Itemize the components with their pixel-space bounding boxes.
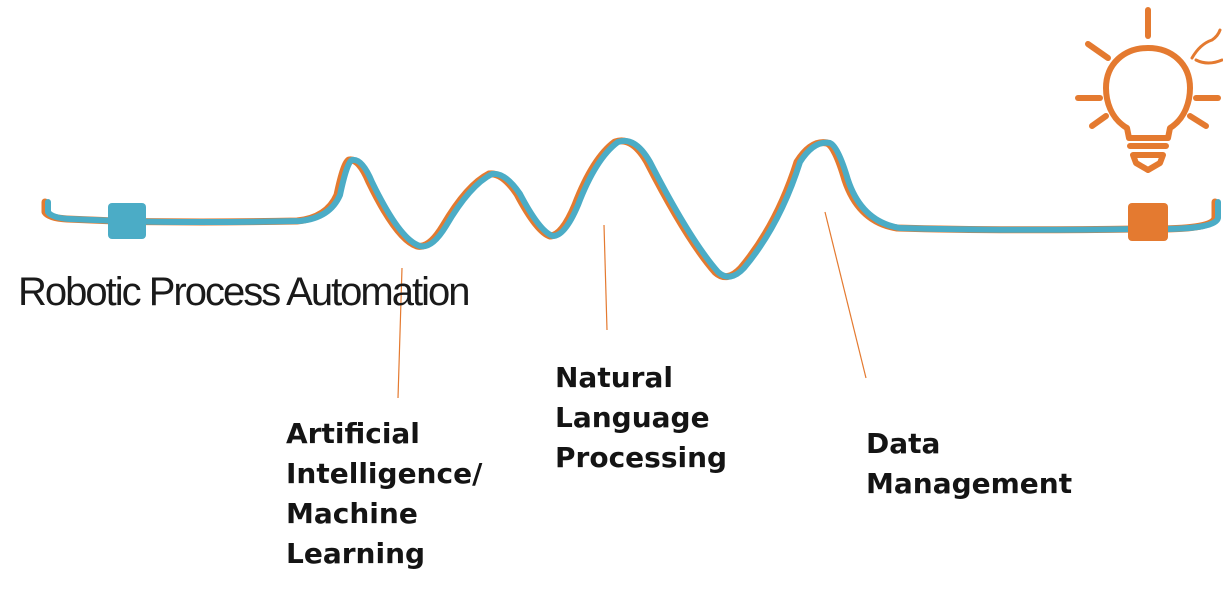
stage-label-data-management: Data Management: [866, 424, 1072, 504]
stage-label-ai-ml: Artificial Intelligence/ Machine Learnin…: [286, 414, 482, 574]
connector-ai: [397, 267, 403, 399]
end-node: [1128, 203, 1168, 241]
stage-label-line: Processing: [555, 441, 728, 474]
lightbulb-icon: [1075, 7, 1223, 173]
stage-label-line: Artificial: [286, 417, 420, 450]
connector-nlp: [603, 224, 608, 331]
stage-label-line: Data: [866, 427, 941, 460]
wave-orange: [41, 137, 1219, 281]
wave-blue: [45, 138, 1221, 280]
diagram-title: Robotic Process Automation: [18, 270, 470, 314]
stage-label-line: Natural: [555, 361, 673, 394]
start-node: [108, 203, 146, 239]
stage-label-line: Intelligence/: [286, 457, 483, 490]
connector-dm: [824, 211, 867, 379]
stage-label-nlp: Natural Language Processing: [555, 358, 727, 478]
stage-label-line: Management: [866, 467, 1073, 500]
stage-label-line: Language: [555, 401, 710, 434]
stage-label-line: Learning: [286, 537, 426, 570]
stage-label-line: Machine: [286, 497, 418, 530]
